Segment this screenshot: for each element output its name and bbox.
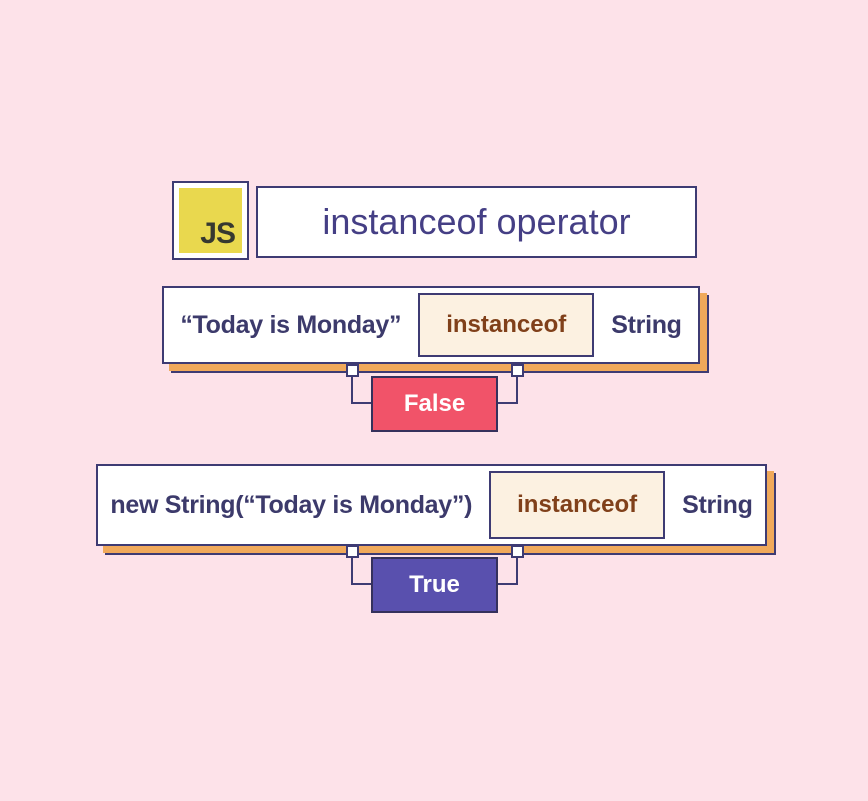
js-logo-text: JS [200, 217, 236, 250]
right-operand-false: String [611, 310, 682, 339]
connector-line-left-horizontal-false [352, 402, 372, 404]
operator-label-true: instanceof [517, 491, 638, 518]
connector-line-left-vertical-false [351, 370, 353, 404]
js-logo: JS [172, 181, 249, 260]
statement-card-false: “Today is Monday” instanceof String [162, 286, 700, 364]
page-title: instanceof operator [322, 201, 631, 242]
connector-square-right-true [511, 545, 524, 558]
connector-line-right-vertical-false [516, 370, 518, 404]
connector-line-right-horizontal-true [497, 583, 517, 585]
connector-line-left-vertical-true [351, 551, 353, 585]
result-badge-true: True [371, 557, 498, 613]
left-operand-true: new String(“Today is Monday”) [110, 490, 473, 519]
operator-chip-true: instanceof [489, 471, 666, 539]
connector-square-left-true [346, 545, 359, 558]
result-label-false: False [403, 390, 466, 417]
connector-square-left-false [346, 364, 359, 377]
js-logo-badge: JS [179, 188, 242, 253]
connector-square-right-false [511, 364, 524, 377]
connector-line-right-vertical-true [516, 551, 518, 585]
connector-line-right-horizontal-false [497, 402, 517, 404]
statement-card-true: new String(“Today is Monday”) instanceof… [96, 464, 767, 546]
left-operand-false: “Today is Monday” [180, 310, 402, 339]
connector-line-left-horizontal-true [352, 583, 372, 585]
operator-chip-false: instanceof [418, 293, 595, 357]
result-badge-false: False [371, 376, 498, 432]
operator-label-false: instanceof [446, 311, 567, 338]
right-operand-true: String [682, 490, 753, 519]
title-box: instanceof operator [256, 186, 697, 258]
result-label-true: True [409, 571, 460, 598]
